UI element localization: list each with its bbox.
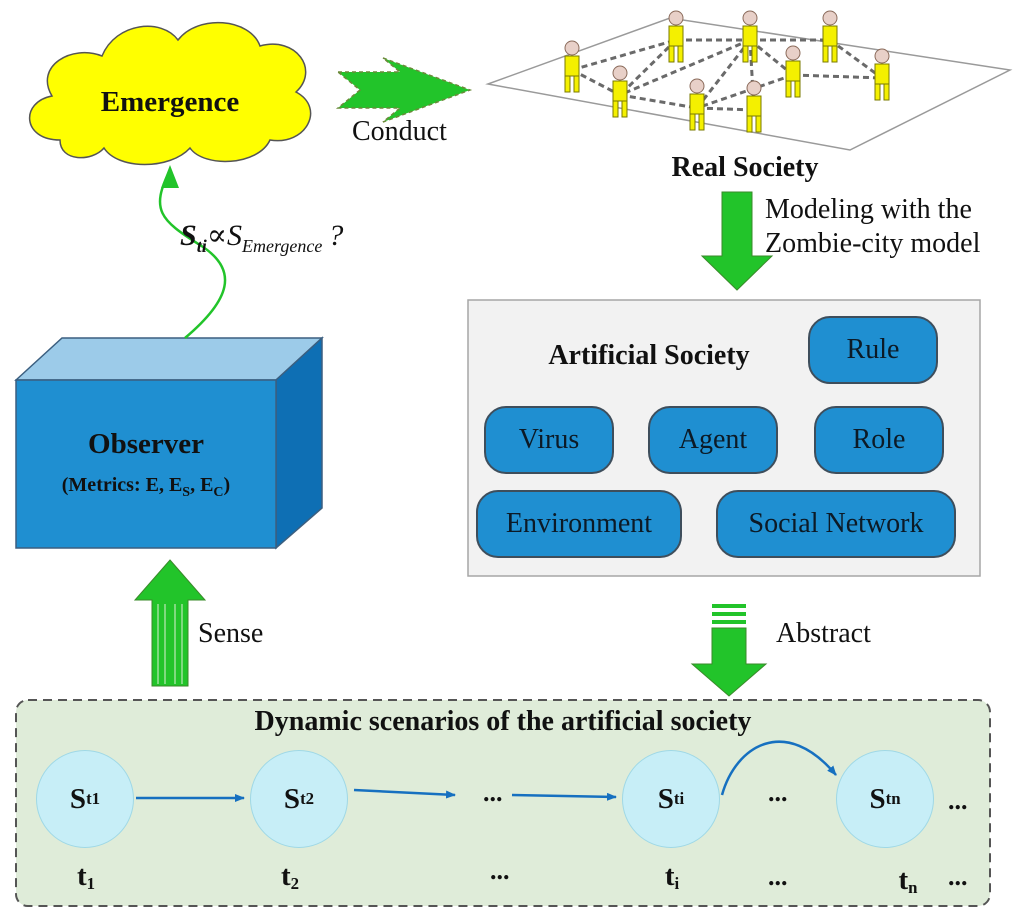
state-tn-sub: tn <box>885 789 901 808</box>
component-agent: Agent <box>648 406 778 474</box>
emergence-label: Emergence <box>100 86 240 118</box>
component-social-network: Social Network <box>716 490 956 558</box>
scenario-panel <box>15 699 991 907</box>
ellipsis-time-2: ... <box>768 862 788 891</box>
state-t2-main: S <box>283 782 301 815</box>
agent-figure <box>668 10 684 63</box>
real-society-agents <box>564 10 890 133</box>
agent-figure <box>564 40 580 93</box>
scenario-flow-arrows <box>136 740 837 802</box>
ellipsis-state-2: ... <box>768 778 788 807</box>
emergence-feedback-arrow <box>158 169 227 339</box>
time-t2-sub: 2 <box>290 874 300 894</box>
agent-figure <box>785 45 801 98</box>
agent-figure <box>689 78 705 131</box>
observer-title: Observer <box>88 428 204 460</box>
emergence-formula: Sti∝SEmergence? <box>180 218 343 257</box>
observer-metrics-sub-s: S <box>182 485 191 500</box>
formula-proportional: ∝ <box>206 219 228 252</box>
conduct-arrow <box>335 57 473 123</box>
time-tn-sub: n <box>908 878 918 898</box>
sense-arrow <box>133 559 207 687</box>
ellipsis-state-3: ... <box>948 786 968 815</box>
agent-figure <box>612 65 628 118</box>
scenario-title: Dynamic scenarios of the artificial soci… <box>254 706 752 737</box>
abstract-label: Abstract <box>776 618 871 649</box>
time-tn: tn <box>898 864 917 898</box>
component-environment: Environment <box>476 490 682 558</box>
observer-metrics: (Metrics: E, ES, EC) <box>62 474 230 501</box>
time-ti-sub: i <box>674 874 680 894</box>
component-virus: Virus <box>484 406 614 474</box>
state-t2-sub: t2 <box>300 789 315 808</box>
observer-metrics-mid: , E <box>190 474 214 496</box>
sense-label: Sense <box>198 618 264 649</box>
time-ti: ti <box>665 860 679 894</box>
time-t1-sub: 1 <box>86 874 96 894</box>
conduct-label: Conduct <box>352 116 447 147</box>
state-ti-main: S <box>657 782 674 815</box>
artificial-society-title: Artificial Society <box>548 340 750 371</box>
time-t2: t2 <box>281 860 299 894</box>
real-society-label: Real Society <box>671 152 819 183</box>
time-t2-main: t <box>280 860 291 892</box>
time-ti-main: t <box>664 860 675 892</box>
emergence-cloud <box>28 21 312 166</box>
real-society-links <box>571 38 883 112</box>
observer-metrics-sub-c: C <box>213 485 224 500</box>
time-t1: t1 <box>77 860 95 894</box>
abstract-arrow <box>690 604 768 697</box>
modeling-arrow <box>700 191 774 291</box>
state-tn-main: S <box>869 782 886 815</box>
state-t1-main: S <box>69 782 87 815</box>
ellipsis-time-3: ... <box>948 862 968 891</box>
formula-question: ? <box>328 219 344 252</box>
agent-figure <box>874 48 890 101</box>
agent-figure <box>746 80 762 133</box>
time-t1-main: t <box>76 860 87 892</box>
state-ti-sub: ti <box>673 789 685 808</box>
component-rule: Rule <box>808 316 938 384</box>
modeling-text-line1: Modeling with the <box>765 194 972 225</box>
observer-metrics-suffix: ) <box>223 474 231 496</box>
modeling-text-line2: Zombie-city model <box>765 228 981 259</box>
formula-emergence-sub: Emergence <box>242 236 323 256</box>
time-tn-main: t <box>898 864 909 896</box>
agent-figure <box>742 10 758 63</box>
ellipsis-state-1: ... <box>483 778 503 807</box>
agent-figure <box>822 10 838 63</box>
formula-s2: S <box>227 219 243 252</box>
state-t1-sub: t1 <box>86 789 101 808</box>
ellipsis-time-1: ... <box>490 856 510 885</box>
formula-ti: ti <box>196 236 207 256</box>
observer-box <box>14 336 324 550</box>
observer-metrics-prefix: (Metrics: E, E <box>61 474 183 496</box>
formula-s: S <box>180 219 197 252</box>
component-role: Role <box>814 406 944 474</box>
